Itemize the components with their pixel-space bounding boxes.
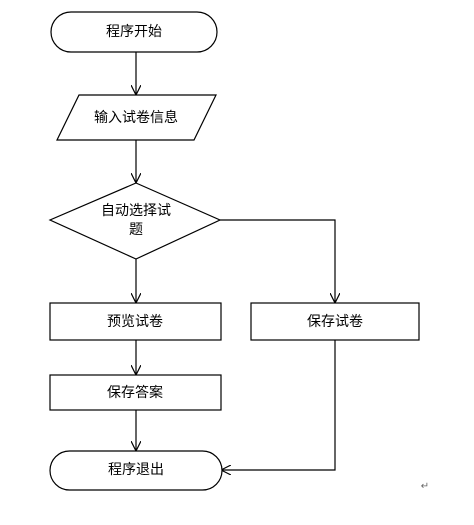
node-decision-label-line2: 题 — [129, 222, 143, 238]
paragraph-mark: ↵ — [421, 481, 429, 492]
node-input-label: 输入试卷信息 — [94, 109, 178, 126]
node-exit-label: 程序退出 — [108, 462, 164, 478]
node-save-answer-label: 保存答案 — [107, 384, 163, 401]
node-exit: 程序退出 — [49, 450, 223, 491]
edge-save-paper-to-exit — [222, 340, 336, 470]
node-save-paper-label: 保存试卷 — [307, 314, 363, 330]
node-start-label: 程序开始 — [106, 24, 162, 40]
node-decision: 自动选择试 题 — [48, 182, 222, 260]
node-save-paper: 保存试卷 — [250, 302, 420, 341]
node-decision-label-line1: 自动选择试 — [101, 203, 171, 219]
node-save-answer: 保存答案 — [49, 374, 222, 411]
node-start: 程序开始 — [50, 11, 218, 53]
node-input: 输入试卷信息 — [56, 94, 217, 141]
node-preview: 预览试卷 — [49, 302, 222, 341]
edge-decision-to-save-paper — [220, 219, 335, 302]
node-preview-label: 预览试卷 — [107, 314, 163, 330]
